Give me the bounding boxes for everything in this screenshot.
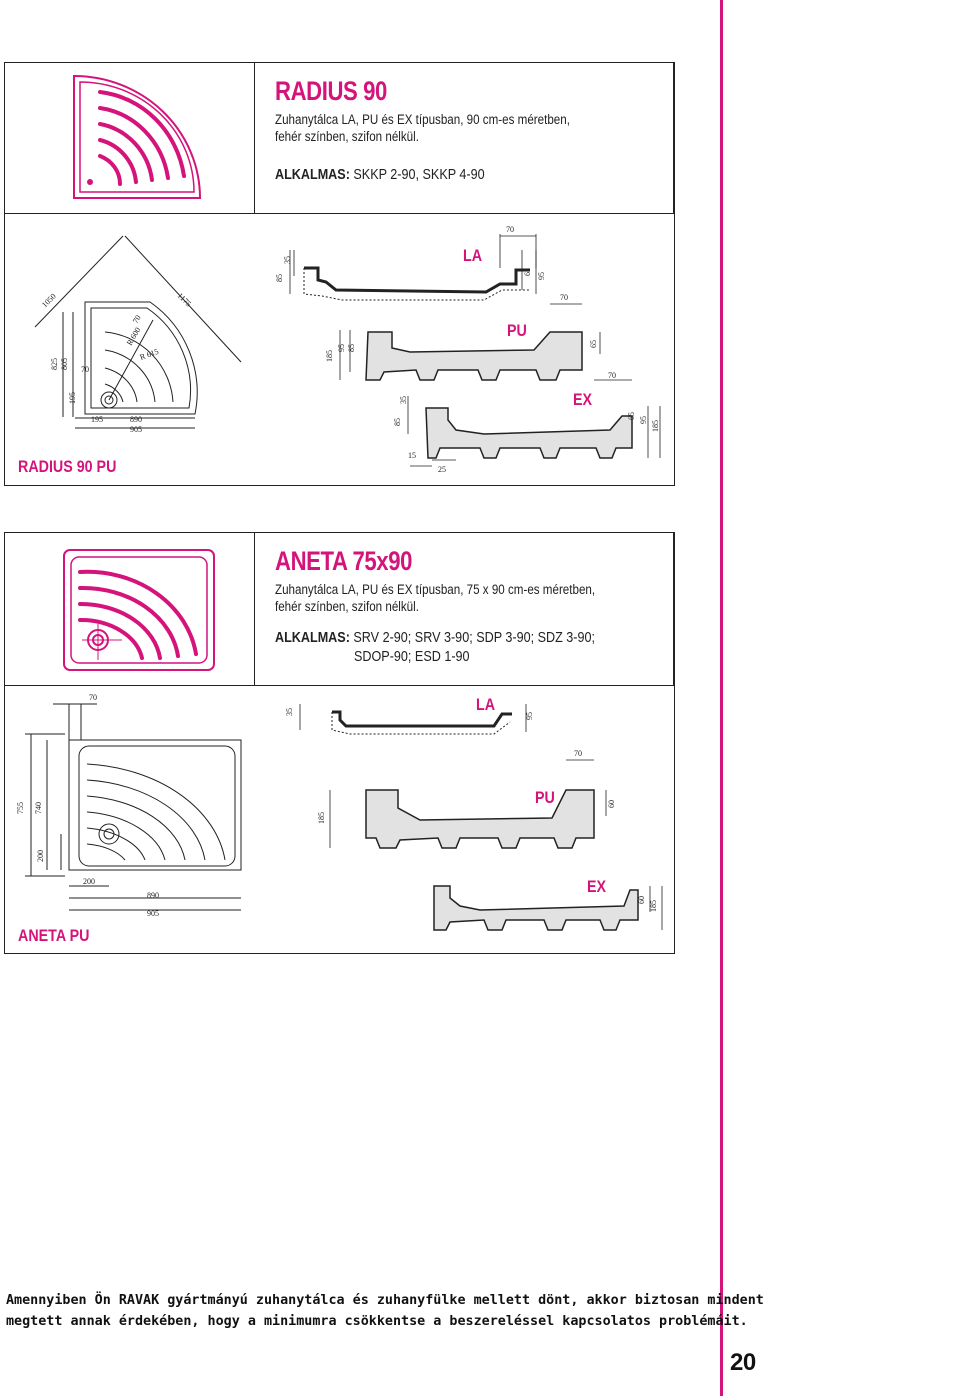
radius-plan-drawing: 1050 1175 70 R 600 R 615 825 805 70 195 …: [34, 235, 242, 434]
aneta-pu-dim-70: 70: [574, 749, 582, 758]
aneta-tray-icon: [63, 549, 215, 671]
aneta-pu-dim-185: 185: [317, 812, 326, 824]
aneta-desc-line1: Zuhanytálca LA, PU és EX típusban, 75 x …: [275, 582, 596, 597]
radius-thumbnail-frame: [4, 62, 255, 214]
radius-label-la: LA: [463, 246, 483, 265]
la-dim-65: 65: [523, 268, 532, 276]
aneta-compat: ALKALMAS: SRV 2-90; SRV 3-90; SDP 3-90; …: [275, 628, 595, 647]
pu-dim-70: 70: [560, 293, 568, 302]
aneta-dim-905: 905: [147, 909, 159, 918]
radius-desc-line2: fehér színben, szifon nélkül.: [275, 129, 419, 144]
radius-tray-icon: [73, 74, 202, 199]
aneta-la-dim-95: 95: [525, 712, 534, 720]
radius-compat-label: ALKALMAS:: [275, 166, 350, 183]
dim-195-h: 195: [91, 415, 103, 424]
aneta-compat-line1: SRV 2-90; SRV 3-90; SDP 3-90; SDZ 3-90;: [353, 629, 596, 646]
aneta-ex-dim-60: 60: [637, 896, 646, 904]
aneta-ex-dim-185: 185: [649, 900, 658, 912]
aneta-dim-740: 740: [34, 802, 43, 814]
la-dim-95: 95: [537, 272, 546, 280]
dim-70-left: 70: [81, 365, 89, 374]
ex-dim-95: 95: [639, 416, 648, 424]
footer-line1: Amennyiben Ön RAVAK gyártmányú zuhanytál…: [6, 1293, 764, 1308]
aneta-compat-label: ALKALMAS:: [275, 629, 350, 646]
ex-dim-85: 85: [393, 418, 402, 426]
aneta-dim-755: 755: [16, 802, 25, 814]
aneta-dim-200-h: 200: [83, 877, 95, 886]
aneta-text-frame: [253, 532, 674, 686]
pu-dim-95: 95: [337, 344, 346, 352]
la-dim-35: 35: [283, 256, 292, 264]
dim-70-top: 70: [131, 314, 143, 325]
pu-dim-185: 185: [325, 350, 334, 362]
aneta-caption: ANETA PU: [18, 926, 90, 945]
ex-dim-35: 35: [399, 396, 408, 404]
aneta-desc-line2: fehér színben, szifon nélkül.: [275, 599, 419, 614]
ex-dim-185: 185: [651, 420, 660, 432]
radius-profile-drawings: 70 85 35 65 95 70 185 95 85 65 70 85 35 …: [275, 225, 661, 474]
radius-compat-line1: SKKP 2-90, SKKP 4-90: [353, 166, 485, 183]
aneta-dim-200-v: 200: [36, 850, 45, 862]
pu-dim-85: 85: [347, 344, 356, 352]
pu-dim-65: 65: [589, 340, 598, 348]
aneta-profile-drawings: 35 95 70 185 60 60 185: [285, 704, 663, 931]
aneta-pu-dim-60: 60: [607, 800, 616, 808]
aneta-dim-70: 70: [89, 693, 97, 702]
ex-dim-15: 15: [408, 451, 416, 460]
dim-890: 890: [130, 415, 142, 424]
aneta-label-ex: EX: [587, 877, 607, 896]
radius-text-frame: [253, 62, 674, 214]
la-dim-70: 70: [506, 225, 514, 234]
radius-desc-line1: Zuhanytálca LA, PU és EX típusban, 90 cm…: [275, 112, 570, 127]
page-number: 20: [730, 1349, 756, 1376]
radius-label-ex: EX: [573, 390, 593, 409]
dim-195-v: 195: [68, 392, 77, 404]
aneta-la-dim-35: 35: [285, 708, 294, 716]
aneta-title: ANETA 75x90: [275, 546, 413, 576]
la-dim-85: 85: [275, 274, 284, 282]
radius-caption: RADIUS 90 PU: [18, 457, 117, 476]
aneta-plan-drawing: 70 755 740 200 200 890 905: [16, 693, 242, 918]
aneta-compat-line2: SDOP-90; ESD 1-90: [354, 648, 470, 665]
aneta-label-pu: PU: [535, 788, 555, 807]
radius-title: RADIUS 90: [275, 76, 387, 106]
dim-1175: 1175: [176, 291, 193, 308]
radius-label-pu: PU: [507, 321, 527, 340]
dim-825: 825: [50, 358, 59, 370]
aneta-label-la: LA: [476, 695, 496, 714]
margin-rule: [720, 0, 723, 1396]
ex-dim-70: 70: [608, 371, 616, 380]
ex-dim-65: 65: [627, 412, 636, 420]
aneta-dim-890: 890: [147, 891, 159, 900]
ex-dim-25: 25: [438, 465, 446, 474]
dim-905: 905: [130, 425, 142, 434]
radius-compat: ALKALMAS: SKKP 2-90, SKKP 4-90: [275, 165, 485, 184]
aneta-thumbnail-frame: [4, 532, 255, 686]
dim-805: 805: [60, 358, 69, 370]
footer-line2: megtett annak érdekében, hogy a minimumr…: [6, 1314, 748, 1329]
